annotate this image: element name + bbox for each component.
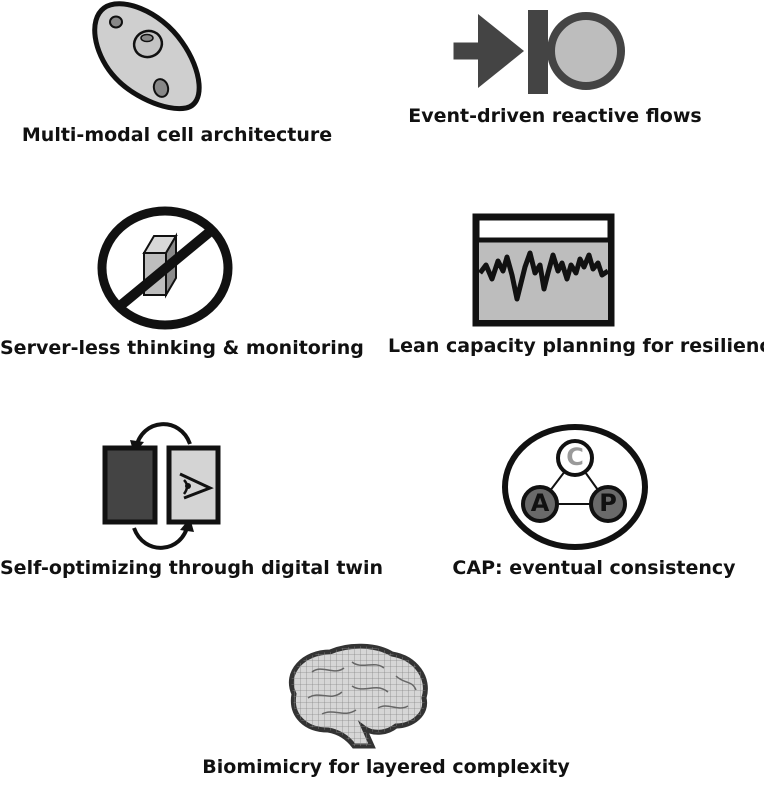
feature-label: Event-driven reactive flows (408, 105, 702, 127)
cell-icon (92, 1, 202, 112)
feature-label: Biomimicry for layered complexity (202, 756, 570, 778)
cap-p-letter: P (599, 489, 617, 517)
cap-c-node (556, 439, 594, 477)
feature-label: CAP: eventual consistency (452, 557, 736, 579)
feature-label: Self-optimizing through digital twin (0, 557, 384, 579)
cap-p-node (589, 485, 627, 523)
brain-icon (289, 643, 428, 749)
cap-triangle-icon (502, 424, 648, 550)
feature-label: Lean capacity planning for resilience (388, 335, 764, 357)
digital-twin-icon (102, 422, 221, 550)
cap-c-letter: C (566, 443, 584, 471)
cap-a-letter: A (530, 489, 550, 517)
no-server-icon (97, 206, 233, 330)
capacity-chart-icon (472, 213, 615, 327)
feature-label: Server-less thinking & monitoring (0, 337, 364, 359)
cap-a-node (521, 485, 559, 523)
flow-valve-icon (453, 10, 625, 94)
feature-label: Multi-modal cell architecture (21, 124, 333, 146)
